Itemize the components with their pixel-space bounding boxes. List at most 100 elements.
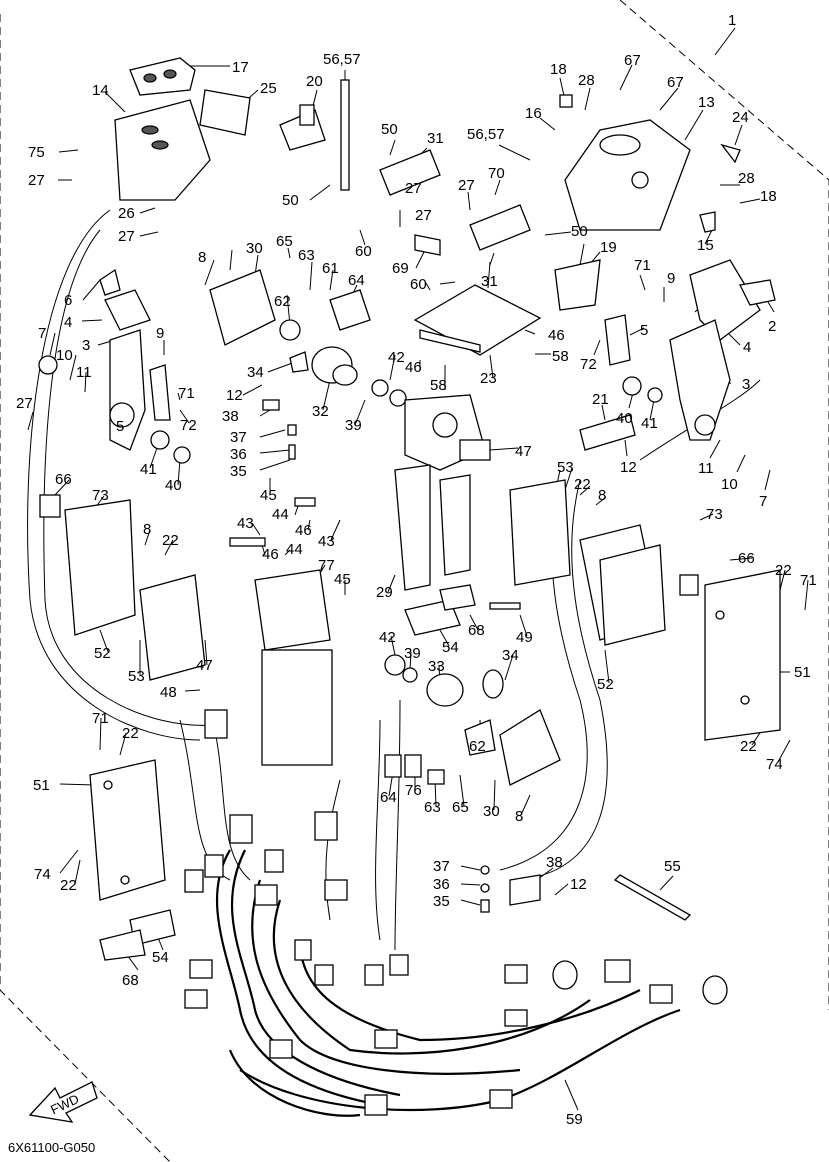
callout-4: 4 xyxy=(743,339,751,356)
callout-34: 34 xyxy=(247,364,264,381)
callout-68: 68 xyxy=(122,972,139,989)
callout-33: 33 xyxy=(428,658,445,675)
callout-50: 50 xyxy=(282,192,299,209)
callout-20: 20 xyxy=(306,73,323,90)
callout-51: 51 xyxy=(794,664,811,681)
callout-73: 73 xyxy=(92,487,109,504)
callout-11: 11 xyxy=(698,460,714,477)
callout-59: 59 xyxy=(566,1111,583,1128)
callout-48: 48 xyxy=(160,684,177,701)
callout-10: 10 xyxy=(56,347,73,364)
callout-12: 12 xyxy=(226,387,243,404)
callout-27: 27 xyxy=(405,180,422,197)
callout-37: 37 xyxy=(433,858,450,875)
callout-28: 28 xyxy=(738,170,755,187)
callout-54: 54 xyxy=(442,639,459,656)
callout-70: 70 xyxy=(488,165,505,182)
callout-27: 27 xyxy=(458,177,475,194)
callout-44: 44 xyxy=(286,541,303,558)
callout-62: 62 xyxy=(469,738,486,755)
callout-77: 77 xyxy=(318,557,335,574)
callout-34: 34 xyxy=(502,647,519,664)
callout-30: 30 xyxy=(483,803,500,820)
callout-23: 23 xyxy=(480,370,497,387)
callout-22: 22 xyxy=(122,725,139,742)
callout-71: 71 xyxy=(178,385,195,402)
callout-64: 64 xyxy=(380,789,397,806)
callout-53: 53 xyxy=(128,668,145,685)
callout-72: 72 xyxy=(180,417,197,434)
callout-35: 35 xyxy=(230,463,247,480)
callout-38: 38 xyxy=(546,854,563,871)
callout-19: 19 xyxy=(600,239,617,256)
callout-21: 21 xyxy=(592,391,609,408)
callout-38: 38 xyxy=(222,408,239,425)
callout-35: 35 xyxy=(433,893,450,910)
callout-37: 37 xyxy=(230,429,247,446)
callout-72: 72 xyxy=(580,356,597,373)
callout-52: 52 xyxy=(597,676,614,693)
callout-46: 46 xyxy=(548,327,565,344)
callout-17: 17 xyxy=(232,59,249,76)
callout-66: 66 xyxy=(55,471,72,488)
callout-65: 65 xyxy=(276,233,293,250)
callout-27: 27 xyxy=(28,172,45,189)
callout-74: 74 xyxy=(766,756,783,773)
callout-42: 42 xyxy=(379,629,396,646)
callout-15: 15 xyxy=(697,237,714,254)
callout-16: 16 xyxy=(525,105,542,122)
callout-8: 8 xyxy=(198,249,206,266)
callout-25: 25 xyxy=(260,80,277,97)
callout-32: 32 xyxy=(312,403,329,420)
callout-22: 22 xyxy=(574,476,591,493)
callout-76: 76 xyxy=(405,782,422,799)
callout-45: 45 xyxy=(260,487,277,504)
callout-40: 40 xyxy=(165,477,182,494)
callout-27: 27 xyxy=(16,395,33,412)
callout-46: 46 xyxy=(405,359,422,376)
callout-36: 36 xyxy=(230,446,247,463)
callout-67: 67 xyxy=(624,52,641,69)
callout-60: 60 xyxy=(355,243,372,260)
callout-65: 65 xyxy=(452,799,469,816)
callout-31: 31 xyxy=(481,273,498,290)
callout-71: 71 xyxy=(92,710,109,727)
callout-61: 61 xyxy=(322,260,339,277)
callout-18: 18 xyxy=(550,61,567,78)
callout-14: 14 xyxy=(92,82,109,99)
callout-18: 18 xyxy=(760,188,777,205)
callout-73: 73 xyxy=(706,506,723,523)
fwd-arrow: FWD xyxy=(28,1081,98,1123)
callout-8: 8 xyxy=(143,521,151,538)
callout-40: 40 xyxy=(616,410,633,427)
callout-12: 12 xyxy=(620,459,637,476)
callout-9: 9 xyxy=(667,270,675,287)
callout-10: 10 xyxy=(721,476,738,493)
callout-56-57: 56,57 xyxy=(467,126,505,143)
callout-13: 13 xyxy=(698,94,715,111)
callout-50: 50 xyxy=(571,223,588,240)
callout-30: 30 xyxy=(246,240,263,257)
callout-66: 66 xyxy=(738,550,755,567)
callout-41: 41 xyxy=(140,461,157,478)
callout-28: 28 xyxy=(578,72,595,89)
callout-49: 49 xyxy=(516,629,533,646)
parts-drawing xyxy=(38,57,781,1116)
callout-41: 41 xyxy=(641,415,658,432)
callout-5: 5 xyxy=(640,322,648,339)
callout-62: 62 xyxy=(274,293,291,310)
callout-29: 29 xyxy=(376,584,393,601)
callout-22: 22 xyxy=(162,532,179,549)
callout-2: 2 xyxy=(768,318,776,335)
callout-24: 24 xyxy=(732,109,749,126)
callout-44: 44 xyxy=(272,506,289,523)
callout-50: 50 xyxy=(381,121,398,138)
callout-67: 67 xyxy=(667,74,684,91)
callout-8: 8 xyxy=(515,808,523,825)
callout-71: 71 xyxy=(634,257,651,274)
diagram-code: 6X61100-G050 xyxy=(8,1140,95,1155)
callout-31: 31 xyxy=(427,130,444,147)
callout-1: 1 xyxy=(728,12,736,29)
callout-11: 11 xyxy=(76,364,92,381)
